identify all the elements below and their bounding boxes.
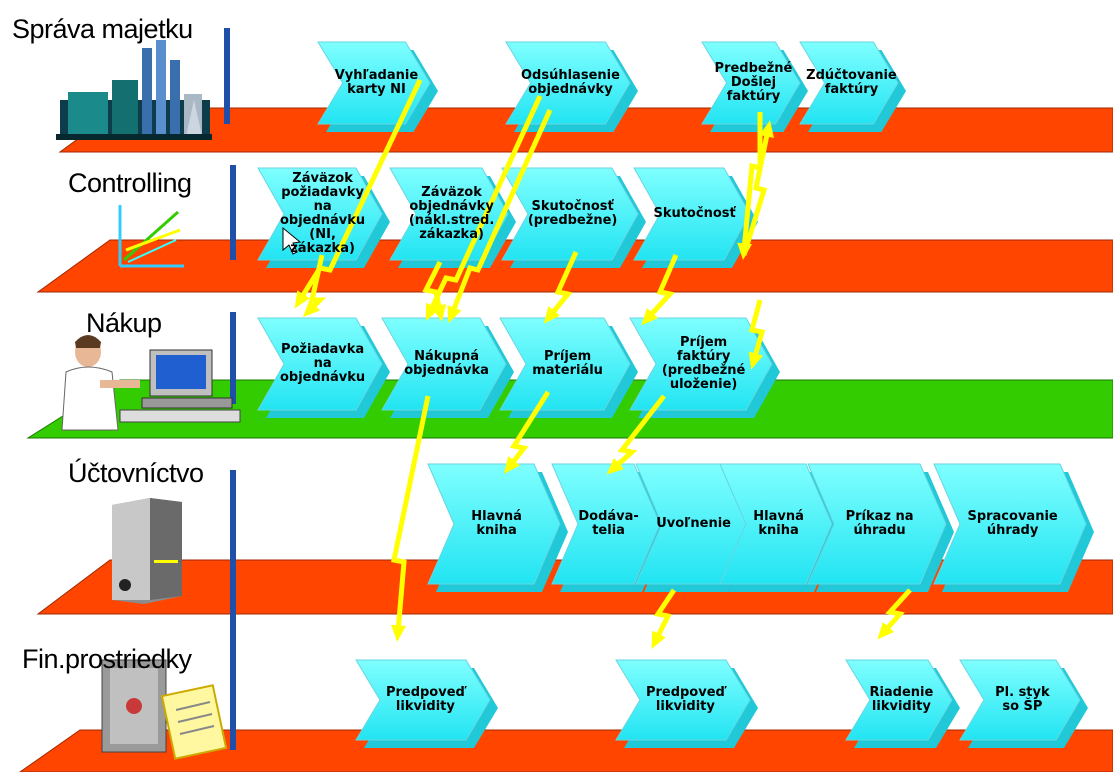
process-step-sprava-1 xyxy=(505,41,631,125)
process-step-sprava-2 xyxy=(701,41,801,125)
lightning-arrow-11 xyxy=(508,390,551,468)
lightning-arrow-head xyxy=(606,458,624,475)
lightning-arrow-head xyxy=(302,300,320,318)
lane-title-uctovnictvo: Účtovníctvo xyxy=(68,458,204,488)
lightning-arrow-head xyxy=(543,306,560,324)
process-step-nakup-1 xyxy=(381,317,507,411)
process-steps xyxy=(257,41,1094,748)
process-step-fin-1 xyxy=(615,659,751,741)
lightning-arrow-7 xyxy=(548,250,579,318)
lightning-arrow-head xyxy=(447,305,462,324)
process-step-fin-0 xyxy=(355,659,491,741)
divider-controlling xyxy=(230,165,236,260)
lightning-arrow-head xyxy=(391,624,406,642)
process-step-uctovnictvo-5 xyxy=(933,463,1087,585)
chart-axes-icon xyxy=(118,205,184,268)
lightning-arrow-head xyxy=(877,622,894,640)
lightning-arrow-head xyxy=(425,302,440,322)
process-step-nakup-0 xyxy=(257,317,383,411)
process-step-sprava-3 xyxy=(799,41,899,125)
industrial-plant-icon xyxy=(56,40,212,140)
safe-with-certificate-icon xyxy=(101,659,228,760)
lane-title-nakup: Nákup xyxy=(86,308,162,338)
lane-dividers xyxy=(224,28,236,750)
lightning-arrow-head xyxy=(641,308,658,326)
lightning-arrow-head xyxy=(651,630,666,649)
lightning-arrow-head xyxy=(503,456,520,474)
lightning-arrow-head xyxy=(294,290,310,309)
lane-title-fin: Fin.prostriedky xyxy=(22,644,192,674)
process-step-controlling-3 xyxy=(633,167,751,261)
lane-title-controlling: Controlling xyxy=(68,168,192,198)
lightning-arrow-5 xyxy=(308,254,327,312)
lightning-arrow-6 xyxy=(422,260,443,313)
lightning-arrow-2 xyxy=(449,108,553,315)
process-step-uctovnictvo-4 xyxy=(807,463,947,585)
person-at-computer-icon xyxy=(61,335,241,431)
divider-sprava xyxy=(224,28,230,124)
lightning-arrow-head xyxy=(431,304,447,322)
lightning-arrow-12 xyxy=(612,394,666,470)
process-step-nakup-2 xyxy=(499,317,631,411)
lightning-arrow-10 xyxy=(391,395,431,633)
process-step-controlling-0 xyxy=(257,167,383,261)
process-step-fin-2 xyxy=(845,659,953,741)
process-step-uctovnictvo-3 xyxy=(719,463,833,585)
lightning-arrow-9 xyxy=(748,299,766,361)
divider-uctovnictvo xyxy=(230,470,236,620)
lightning-arrow-head xyxy=(759,120,774,139)
process-step-uctovnictvo-1 xyxy=(551,463,661,585)
process-step-fin-3 xyxy=(959,659,1081,741)
process-step-sprava-0 xyxy=(317,41,431,125)
lightning-arrow-4 xyxy=(741,129,771,256)
lightning-arrow-13 xyxy=(653,588,677,642)
lightning-arrow-0 xyxy=(297,78,423,302)
document-binder-icon xyxy=(112,498,182,604)
lane-title-sprava: Správa majetku xyxy=(12,14,193,44)
lightning-arrow-3 xyxy=(741,112,763,251)
lightning-arrow-14 xyxy=(882,588,912,634)
lightning-arrow-head xyxy=(748,351,764,370)
process-step-controlling-2 xyxy=(501,167,639,261)
divider-fin xyxy=(230,620,236,750)
process-step-nakup-3 xyxy=(629,317,773,411)
process-step-uctovnictvo-0 xyxy=(427,463,561,585)
mouse-cursor-icon xyxy=(282,226,302,255)
divider-nakup xyxy=(230,312,236,404)
lightning-arrow-8 xyxy=(646,254,679,320)
flow-lightning-arrows xyxy=(294,78,912,649)
